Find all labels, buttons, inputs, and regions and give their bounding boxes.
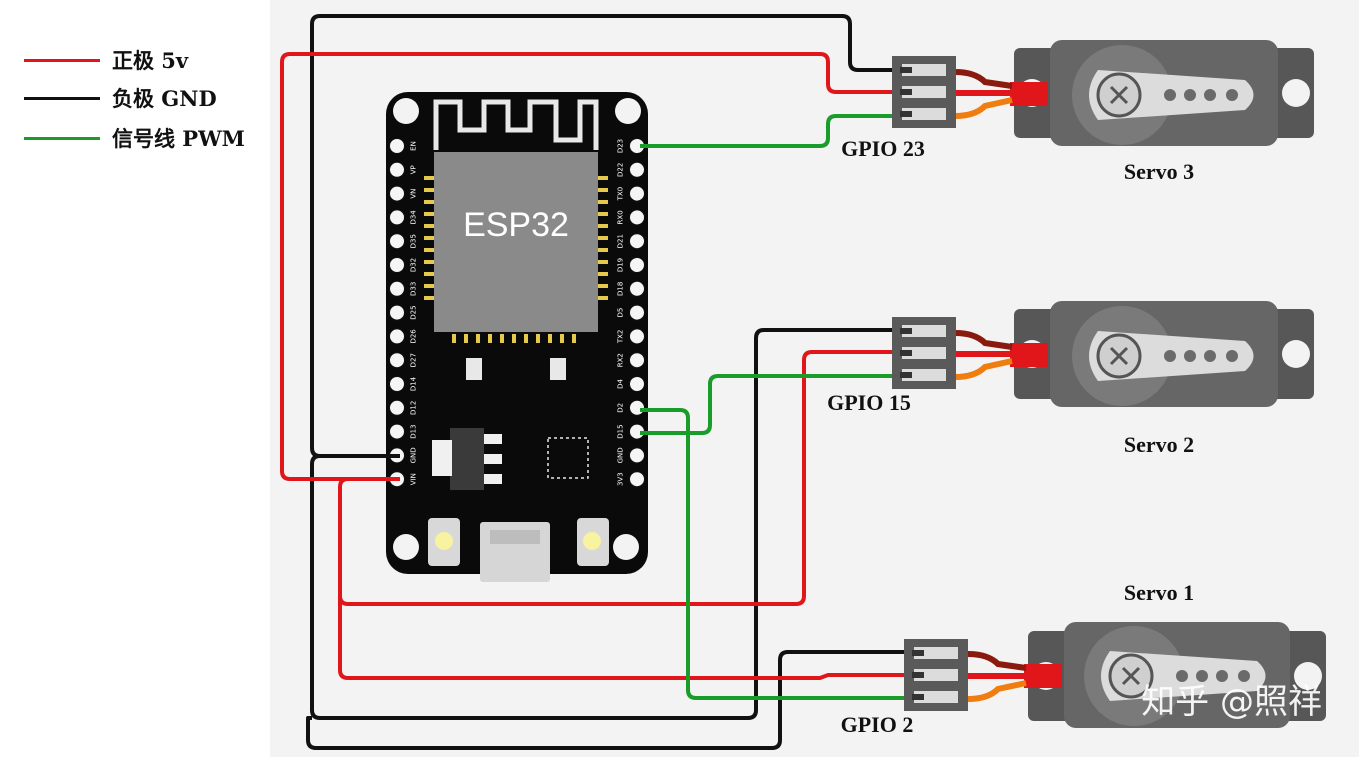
power-wire-servo2 xyxy=(338,350,896,606)
pin-hole xyxy=(389,376,405,392)
red-line-swatch xyxy=(24,58,100,62)
ground-wire-servo3 xyxy=(310,14,896,458)
pin-label: D35 xyxy=(410,234,418,248)
gpio-23-label: GPIO 23 xyxy=(841,136,925,161)
pin-label: D18 xyxy=(617,282,625,296)
pin-hole xyxy=(389,304,405,321)
pin-hole xyxy=(629,233,645,250)
servo-2-label: Servo 2 xyxy=(1124,432,1194,457)
pin-label: D19 xyxy=(617,258,625,272)
watermark: 知乎 @照祥 xyxy=(1141,682,1322,722)
pin-label: D15 xyxy=(617,424,625,438)
pin-hole xyxy=(389,423,405,440)
pin-label: D22 xyxy=(617,163,625,177)
pin-label: D4 xyxy=(617,379,625,389)
gpio-15-label: GPIO 15 xyxy=(827,390,911,415)
pin-hole xyxy=(629,352,645,369)
pin-label: D5 xyxy=(617,308,625,318)
pin-label: VIN xyxy=(410,473,418,485)
signal-wire-gpio23 xyxy=(640,114,896,148)
servo-3 xyxy=(1010,40,1314,146)
pin-label: D26 xyxy=(410,329,418,344)
wires xyxy=(280,14,908,750)
pin-hole xyxy=(389,138,405,154)
pin-hole xyxy=(629,447,645,464)
servo-1-label: Servo 1 xyxy=(1124,580,1194,605)
pin-hole xyxy=(389,185,405,202)
wire-legend: 正极 5v 负极 GND 信号线 PWM xyxy=(0,0,270,757)
pin-hole xyxy=(629,185,645,202)
pin-label: VP xyxy=(410,165,418,174)
signal-wire-gpio15 xyxy=(640,374,896,435)
pin-label: D12 xyxy=(410,401,418,415)
connector-servo2 xyxy=(892,317,956,389)
pin-label: D23 xyxy=(617,139,625,153)
pin-hole xyxy=(629,209,645,226)
pin-label: D14 xyxy=(410,376,418,391)
pin-label: D34 xyxy=(410,210,418,225)
pin-label: D21 xyxy=(617,234,625,248)
pin-hole xyxy=(629,161,645,178)
pin-hole xyxy=(389,233,405,250)
pin-hole xyxy=(629,280,645,297)
pin-label: GND xyxy=(410,447,418,463)
green-line-swatch xyxy=(24,136,100,140)
power-wire-servo1 xyxy=(338,596,908,680)
pin-label: EN xyxy=(410,141,418,151)
servo-2 xyxy=(1010,301,1314,407)
pin-hole xyxy=(629,471,645,488)
legend-label: 负极 GND xyxy=(112,86,217,111)
esp32-board: ESP32 xyxy=(386,92,648,582)
chip-label: ESP32 xyxy=(463,206,569,244)
gpio-2-label: GPIO 2 xyxy=(841,712,914,737)
pin-hole xyxy=(389,161,405,178)
legend-item-power: 正极 5v xyxy=(24,48,189,73)
pin-label: RX0 xyxy=(617,210,625,224)
pin-label: D27 xyxy=(410,353,418,367)
pin-hole xyxy=(629,376,645,392)
pin-label: D33 xyxy=(410,282,418,296)
black-line-swatch xyxy=(24,96,100,100)
pin-label: VN xyxy=(410,189,418,199)
pin-hole xyxy=(389,328,405,345)
connector-servo1 xyxy=(904,639,968,711)
legend-label: 正极 5v xyxy=(112,48,189,73)
pin-label: GND xyxy=(617,447,625,463)
servo-3-label: Servo 3 xyxy=(1124,159,1194,184)
ground-wire-servo1 xyxy=(306,650,908,750)
pin-label: D13 xyxy=(410,424,418,438)
ground-wire-servo2 xyxy=(310,328,896,720)
pin-label: TX0 xyxy=(617,187,625,202)
legend-item-ground: 负极 GND xyxy=(24,86,217,111)
legend-item-signal: 信号线 PWM xyxy=(24,126,245,151)
pin-hole xyxy=(629,304,645,321)
connector-servo3 xyxy=(892,56,956,128)
servo-connectors xyxy=(892,56,968,711)
pin-label: D32 xyxy=(410,258,418,272)
servo-1 xyxy=(1024,622,1326,728)
pin-hole xyxy=(389,209,405,226)
pin-label: D2 xyxy=(617,403,625,413)
pin-label: D25 xyxy=(410,305,418,319)
pin-label: 3V3 xyxy=(617,472,625,486)
pin-label: TX2 xyxy=(617,330,625,345)
pin-hole xyxy=(629,257,645,273)
esp32-chip xyxy=(434,152,598,332)
pin-hole xyxy=(629,399,645,416)
pin-hole xyxy=(389,257,405,273)
pin-hole xyxy=(389,280,405,297)
servo-cables xyxy=(954,69,1027,702)
pin-hole xyxy=(389,399,405,416)
legend-label: 信号线 PWM xyxy=(112,126,245,151)
pin-hole xyxy=(389,352,405,369)
pin-label: RX2 xyxy=(617,353,625,367)
pin-hole xyxy=(629,328,645,345)
power-wire-servo3 xyxy=(280,52,896,481)
signal-wire-gpio2 xyxy=(640,408,908,700)
